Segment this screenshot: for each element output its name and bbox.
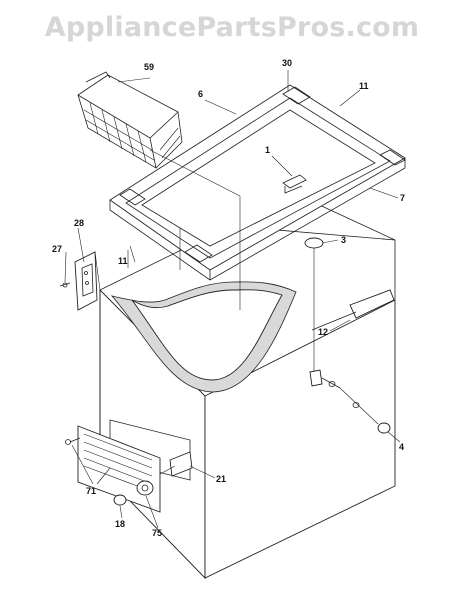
callout-27: 27: [52, 244, 62, 254]
callout-7: 7: [400, 193, 405, 203]
callout-11-left: 11: [118, 256, 128, 266]
callout-labels: 59 30 6 11 1 7 28 3 27 11 12 4 71 21 18 …: [52, 58, 405, 538]
callout-6: 6: [198, 89, 203, 99]
callout-28: 28: [74, 218, 84, 228]
storage-basket: [77, 71, 183, 169]
front-grille: [65, 419, 193, 513]
callout-1: 1: [265, 145, 270, 155]
callout-21: 21: [216, 474, 226, 484]
callout-71: 71: [86, 486, 96, 496]
freezer-cabinet: [99, 195, 396, 580]
callout-59: 59: [144, 62, 154, 72]
callout-75: 75: [152, 528, 162, 538]
callout-11-top: 11: [359, 81, 369, 91]
location-lines: [94, 149, 241, 475]
watermark-logo: AppliancePartsPros.com: [44, 12, 420, 43]
leader-lines: [64, 70, 401, 529]
drain-plug: [311, 289, 395, 331]
callout-12: 12: [318, 327, 328, 337]
callout-4: 4: [399, 442, 404, 452]
freezer-lid: [109, 84, 406, 281]
lid-hinge: [59, 251, 98, 311]
callout-3: 3: [341, 235, 346, 245]
callout-18: 18: [115, 519, 125, 529]
callout-30: 30: [282, 58, 292, 68]
